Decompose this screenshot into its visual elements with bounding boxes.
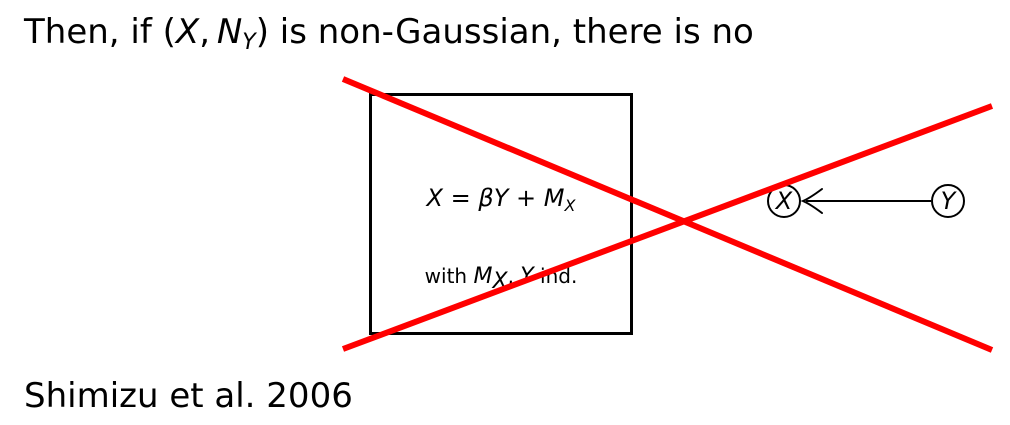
eq-beta: β (478, 184, 494, 212)
eq-y: Y (493, 184, 509, 212)
ind-prefix: with (424, 264, 468, 288)
heading-var-x: X (175, 12, 200, 52)
ind-comma: , (507, 264, 514, 288)
eq-equals: = (450, 184, 471, 212)
citation: Shimizu et al. 2006 (24, 376, 353, 416)
heading-prefix: Then, if (24, 12, 152, 52)
heading-close-paren: ) (255, 12, 269, 52)
ind-m: M (473, 264, 493, 289)
arrow-y-to-x (800, 188, 931, 214)
eq-lhs: X (426, 184, 443, 212)
heading-var-n: N (216, 12, 243, 52)
heading-suffix: is non-Gaussian, there is no (279, 12, 754, 52)
graph-node-y: Y (931, 184, 965, 218)
heading-open-paren: ( (162, 12, 176, 52)
heading-sub-y: Y (242, 30, 256, 55)
independence-note: with MX, Y ind. (372, 264, 630, 293)
eq-sub-x: X (564, 196, 576, 215)
graph-node-x: X (767, 184, 801, 218)
ind-suffix: ind. (540, 264, 578, 288)
graph-node-y-label: Y (940, 187, 956, 215)
ind-y: Y (520, 264, 534, 289)
heading-comma: , (199, 12, 211, 52)
slide-heading: Then, if (X, NY) is non-Gaussian, there … (24, 8, 754, 56)
ind-sub-x: X (492, 269, 508, 294)
model-equation: X = βY + MX (372, 184, 630, 215)
eq-m: M (543, 184, 565, 212)
graph-node-x-label: X (775, 187, 793, 215)
eq-plus: + (516, 184, 537, 212)
model-box: X = βY + MX with MX, Y ind. (369, 93, 633, 335)
heading-pair: (X, NY) (162, 12, 269, 55)
